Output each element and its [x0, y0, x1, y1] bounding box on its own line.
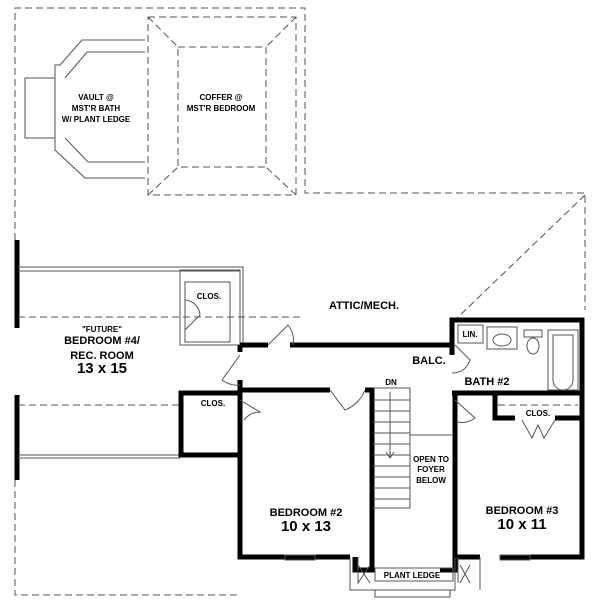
bath-fixtures	[457, 324, 579, 391]
label-closet-bed2: CLOS.	[201, 399, 225, 408]
label-bedroom-3: BEDROOM #3 10 x 11	[486, 505, 559, 533]
svg-text:10 x 11: 10 x 11	[497, 516, 546, 533]
svg-text:MST'R BEDROOM: MST'R BEDROOM	[187, 104, 256, 113]
label-coffer: COFFER @ MST'R BEDROOM	[187, 93, 256, 113]
svg-text:MST'R BATH: MST'R BATH	[72, 104, 121, 113]
svg-text:REC. ROOM: REC. ROOM	[70, 350, 134, 362]
staircase[interactable]	[373, 387, 411, 509]
label-attic: ATTIC/MECH.	[329, 300, 399, 312]
label-closet-bed3: CLOS.	[526, 409, 550, 418]
svg-text:13 x 15: 13 x 15	[77, 360, 127, 377]
label-closet-bed4: CLOS.	[197, 292, 221, 301]
svg-text:VAULT @: VAULT @	[78, 93, 114, 102]
label-bedroom-4: "FUTURE" BEDROOM #4/ REC. ROOM 13 x 15	[64, 325, 140, 377]
label-bedroom-2: BEDROOM #2 10 x 13	[270, 507, 343, 535]
closet-bed3	[492, 395, 580, 421]
svg-text:BEDROOM #4/: BEDROOM #4/	[64, 335, 140, 347]
label-vault: VAULT @ MST'R BATH W/ PLANT LEDGE	[62, 93, 131, 124]
attic-outline	[14, 7, 586, 596]
coffer-ceiling	[147, 16, 297, 196]
svg-text:COFFER @: COFFER @	[200, 93, 243, 102]
label-down: DN	[385, 378, 397, 387]
plant-ledge	[374, 567, 454, 582]
label-balcony: BALC.	[412, 355, 446, 367]
svg-text:BEDROOM #2: BEDROOM #2	[270, 507, 343, 519]
svg-text:10 x 13: 10 x 13	[281, 518, 331, 535]
label-open-to-foyer: OPEN TO FOYER BELOW	[413, 455, 449, 485]
label-linen: LIN.	[462, 330, 477, 339]
doors	[184, 299, 556, 440]
bedroom-4	[14, 240, 300, 480]
svg-text:BELOW: BELOW	[416, 476, 446, 485]
svg-text:FOYER: FOYER	[417, 465, 445, 474]
stair-treads	[373, 387, 411, 509]
svg-text:"FUTURE": "FUTURE"	[82, 325, 122, 334]
svg-text:OPEN TO: OPEN TO	[413, 455, 449, 464]
svg-text:BEDROOM #3: BEDROOM #3	[486, 505, 559, 517]
vault-outline	[24, 39, 145, 179]
label-plant-ledge: PLANT LEDGE	[384, 571, 441, 580]
open-to-foyer-rail	[409, 388, 452, 508]
closet-bed2	[178, 390, 240, 458]
label-bath-2: BATH #2	[464, 376, 509, 388]
svg-text:W/ PLANT LEDGE: W/ PLANT LEDGE	[62, 115, 131, 124]
